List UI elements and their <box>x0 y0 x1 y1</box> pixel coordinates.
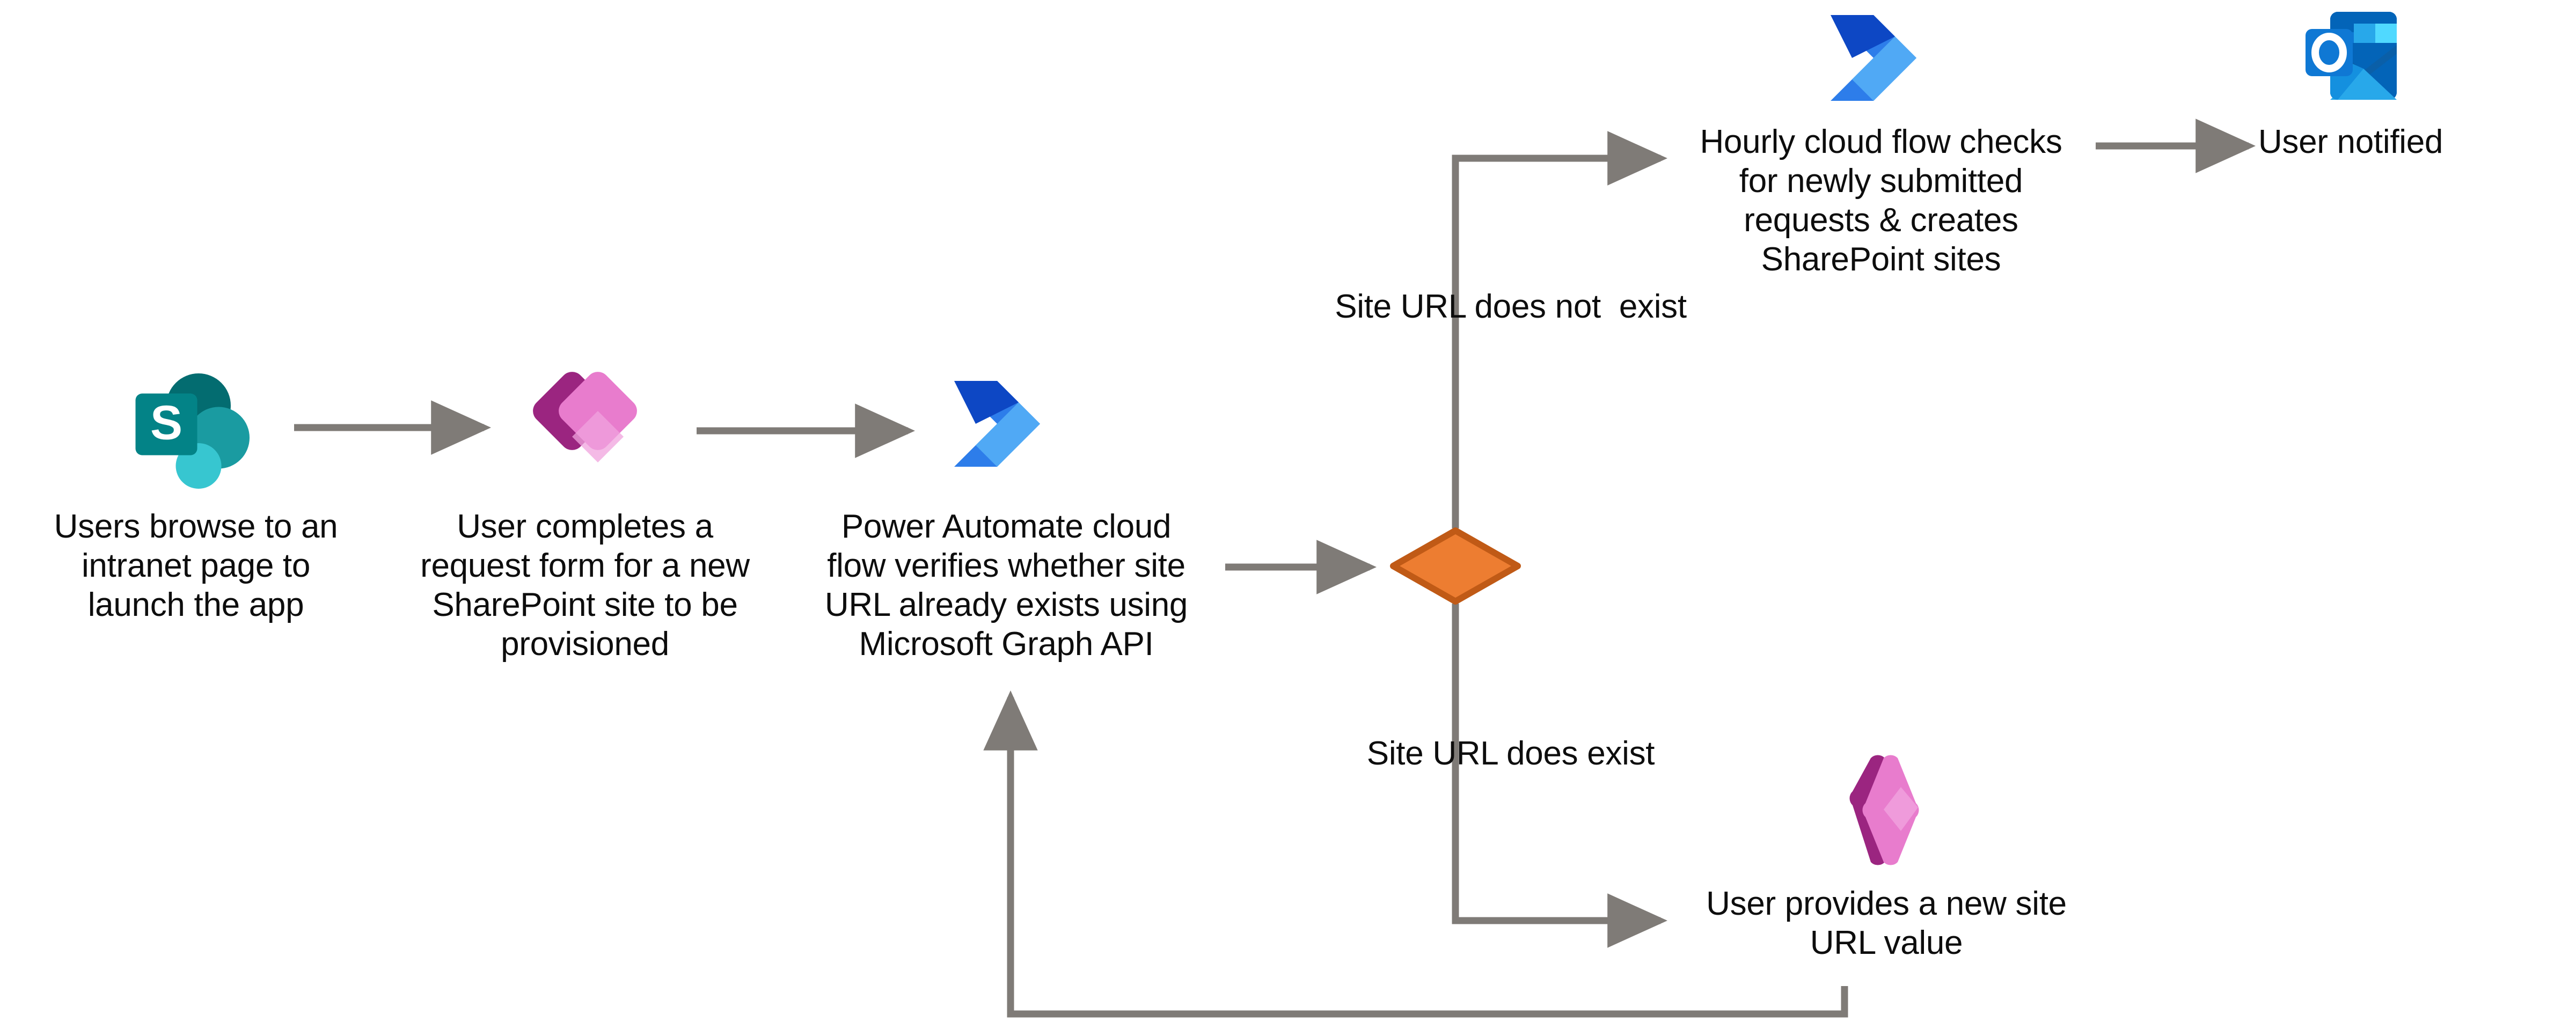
edge-label-does-exist: Site URL does exist <box>1366 735 1655 772</box>
node-new-url-label: User provides a new site URL value <box>1706 885 2067 962</box>
decision-diamond-icon[interactable] <box>1389 526 1522 606</box>
power-apps-icon <box>531 370 639 477</box>
node-intranet-label: Users browse to an intranet page to laun… <box>54 508 338 624</box>
edge-label-not-exist: Site URL does not exist <box>1335 288 1687 325</box>
node-verify-url-label: Power Automate cloud flow verifies wheth… <box>824 508 1188 663</box>
arrow-decision-to-hourly-flow <box>1452 131 1668 528</box>
power-automate-icon <box>1822 4 1940 112</box>
svg-text:S: S <box>150 396 182 450</box>
outlook-icon <box>2292 4 2410 112</box>
power-automate-icon <box>946 370 1064 477</box>
node-hourly-flow-label: Hourly cloud flow checks for newly submi… <box>1700 123 2062 278</box>
node-user-notified-label: User notified <box>2258 123 2443 160</box>
sharepoint-icon: S <box>129 368 263 502</box>
node-request-form-label: User completes a request form for a new … <box>420 508 750 663</box>
power-apps-icon <box>1841 754 1927 866</box>
